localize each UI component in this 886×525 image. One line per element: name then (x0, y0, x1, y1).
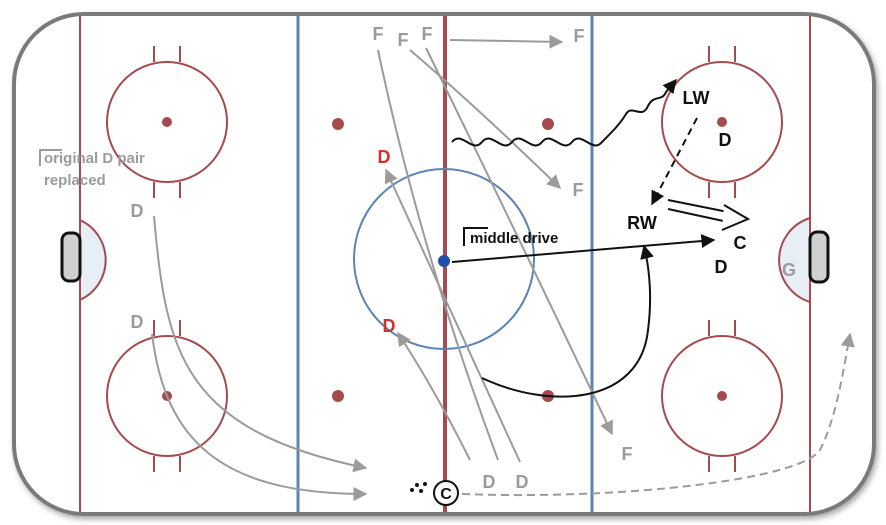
defense-label: D (719, 130, 732, 150)
forward-label: F (573, 180, 584, 200)
neutral-zone-dot (542, 118, 554, 130)
faceoff-circle-top-right (661, 46, 783, 198)
goalie-label: G (782, 260, 796, 280)
neutral-zone-dot (332, 118, 344, 130)
faceoff-circle-bottom-left (106, 320, 228, 472)
center-circle (353, 168, 535, 350)
right-wing-label: RW (627, 213, 657, 233)
coach-label: C (440, 486, 452, 503)
defense-label: D (483, 472, 496, 492)
center-label: C (734, 233, 747, 253)
rw-drive-arrow (667, 199, 751, 231)
annotation-middle-drive: middle drive (470, 230, 558, 247)
annotation-original-d-pair: original D pair (44, 150, 145, 167)
defense-route-arrow (153, 215, 368, 473)
forward-route-arrow (409, 49, 562, 189)
forward-label: F (574, 26, 585, 46)
forward-route-arrow (425, 47, 613, 436)
circled-c-icon (433, 480, 459, 506)
forward-route-arrow (449, 34, 564, 49)
faceoff-dot (717, 117, 727, 127)
annotation-bracket (463, 227, 488, 246)
faceoff-dot (162, 117, 172, 127)
defense-route-arrow (384, 168, 521, 463)
middle-drive-route (451, 234, 716, 263)
annotation-replaced: replaced (44, 172, 106, 189)
goal-crease-left (79, 218, 107, 302)
forward-route-line (377, 49, 499, 461)
defense-route-arrow (151, 333, 368, 501)
defense-label-red: D (383, 316, 396, 336)
rw-skate-route (481, 244, 654, 398)
puck-dots-icon (410, 482, 427, 493)
defense-label: D (715, 257, 728, 277)
defense-route-arrow (397, 331, 471, 461)
lw-skate-route (451, 78, 677, 147)
forward-label: F (622, 444, 633, 464)
goal-net-right (808, 230, 830, 284)
neutral-zone-dot (332, 390, 344, 402)
center-faceoff-dot (438, 255, 450, 267)
goal-crease-right (778, 216, 811, 304)
defense-label: D (131, 201, 144, 221)
defense-label: D (516, 472, 529, 492)
forward-label: F (398, 30, 409, 50)
annotation-bracket (39, 149, 62, 166)
faceoff-circle-bottom-right (661, 320, 783, 472)
faceoff-circle-top-left (106, 46, 228, 198)
goal-net-left (60, 231, 82, 283)
forward-label: F (373, 24, 384, 44)
faceoff-dot (717, 391, 727, 401)
defense-label: D (131, 312, 144, 332)
defense-label-red: D (378, 147, 391, 167)
forward-label: F (422, 24, 433, 44)
left-wing-label: LW (683, 88, 710, 108)
lw-pass-line (651, 117, 698, 206)
